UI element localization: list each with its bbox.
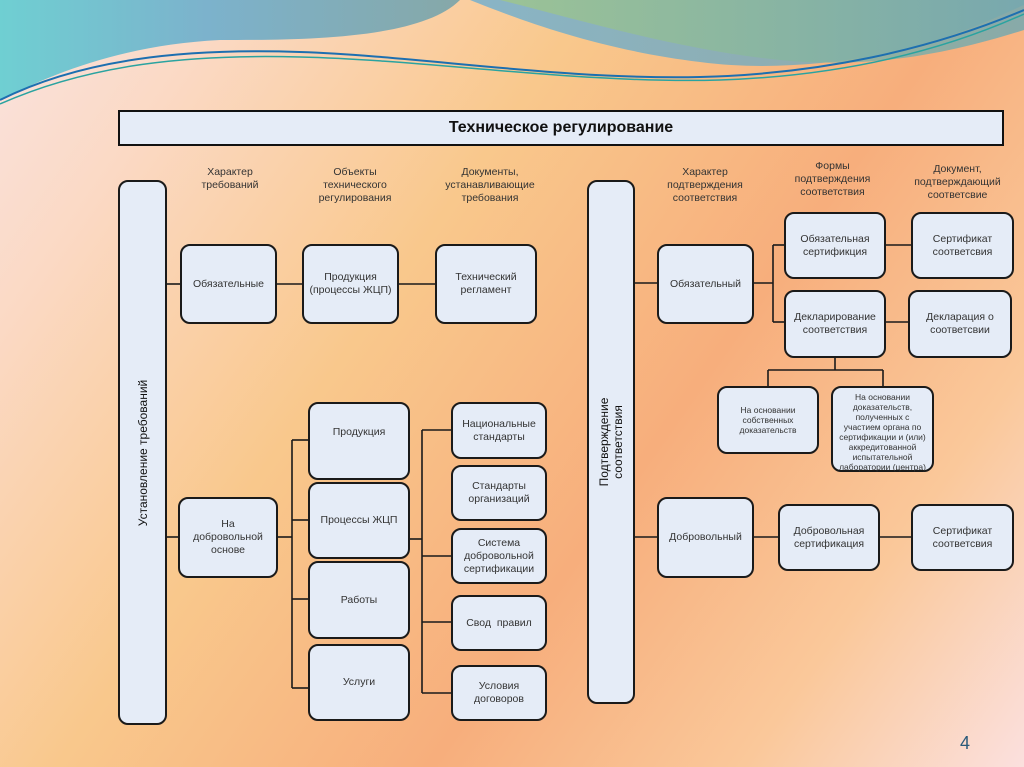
document-box: Стандарты организаций <box>451 465 547 521</box>
document-box: Свод правил <box>451 595 547 651</box>
own-evidence-box: На основании собственных доказательств <box>717 386 819 454</box>
voluntary-certification-box: Добровольная сертификация <box>778 504 880 571</box>
object-box: Работы <box>308 561 410 639</box>
declaration-document-box: Декларация о соответсвии <box>908 290 1012 358</box>
header-confirmation-forms: Формы подтверждения соответствия <box>794 160 871 198</box>
mandatory-certification-box: Обязательная сертификция <box>784 212 886 279</box>
conformity-certificate-box: Сертификат соответсвия <box>911 212 1014 279</box>
object-box: Процессы ЖЦП <box>308 482 410 559</box>
mandatory-requirements-box: Обязательные <box>180 244 277 324</box>
slide-title: Техническое регулирование <box>118 110 1004 146</box>
object-box: Продукция <box>308 402 410 480</box>
conformity-confirmation-column: Подтверждение соответствия <box>587 180 635 704</box>
object-box: Услуги <box>308 644 410 721</box>
voluntary-confirmation-box: Добровольный <box>657 497 754 578</box>
document-box: Система добровольной сертификации <box>451 528 547 584</box>
header-requirement-nature: Характер требований <box>201 166 259 191</box>
conformity-confirmation-label: Подтверждение соответствия <box>597 397 625 487</box>
header-confirmation-nature: Характер подтверждения соответствия <box>667 166 743 204</box>
page-number: 4 <box>960 733 971 753</box>
decorative-waves <box>0 0 1024 105</box>
header-regulation-objects: Объекты технического регулирования <box>318 166 392 204</box>
document-box: Условия договоров <box>451 665 547 721</box>
header-confirming-document: Документ, подтверждающий соответсвие <box>914 163 1001 201</box>
requirements-setting-column: Установление требований <box>118 180 167 725</box>
header-requirement-documents: Документы, устанавливающие требования <box>445 166 535 204</box>
voluntary-requirements-box: На добровольной основе <box>178 497 278 578</box>
document-box: Национальные стандарты <box>451 402 547 459</box>
conformity-declaration-box: Декларирование соответствия <box>784 290 886 358</box>
third-party-evidence-box: На основании доказательств, полученных с… <box>831 386 934 472</box>
voluntary-certificate-box: Сертификат соответсвия <box>911 504 1014 571</box>
requirements-setting-label: Установление требований <box>135 379 150 526</box>
mandatory-confirmation-box: Обязательный <box>657 244 754 324</box>
mandatory-object-box: Продукция (процессы ЖЦП) <box>302 244 399 324</box>
technical-regulation-box: Технический регламент <box>435 244 537 324</box>
